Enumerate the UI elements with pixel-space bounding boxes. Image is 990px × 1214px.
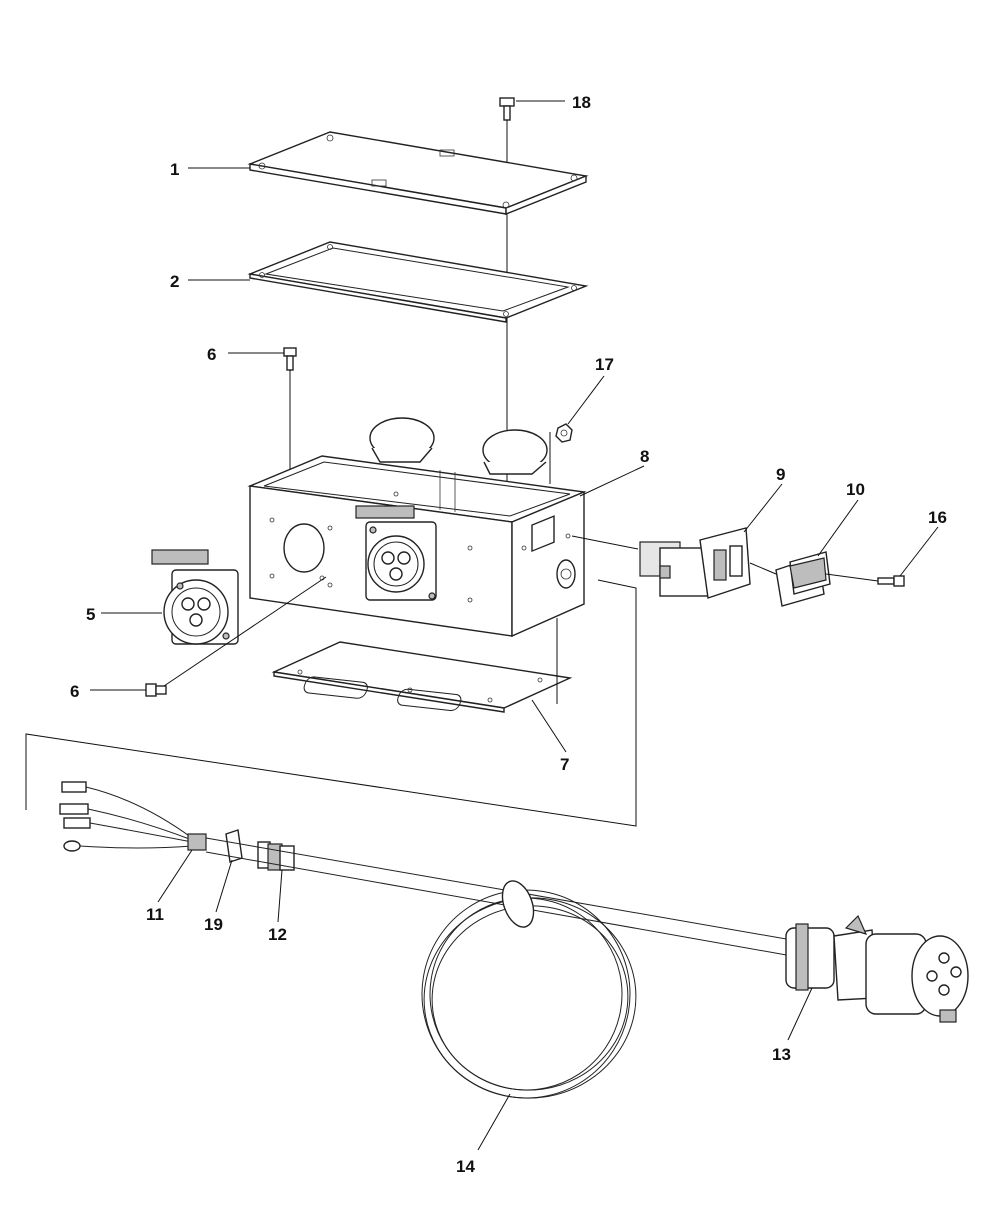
label-11: 11 <box>146 905 164 924</box>
label-12: 12 <box>268 925 287 944</box>
part-7-base-gasket <box>271 641 573 713</box>
leader-lines <box>90 100 939 1151</box>
part-13-plug <box>785 914 969 1023</box>
label-10: 10 <box>846 480 865 499</box>
part-9-switch <box>639 527 751 599</box>
part-6-screw-top <box>283 347 297 371</box>
part-18-screw <box>499 97 515 121</box>
label-8: 8 <box>640 447 649 466</box>
label-17: 17 <box>595 355 614 374</box>
part-labels: 1 2 6 5 6 18 17 8 9 10 16 7 11 19 12 13 … <box>70 93 947 1176</box>
label-6-top: 6 <box>207 345 216 364</box>
label-18: 18 <box>572 93 591 112</box>
part-12-gland <box>257 841 295 871</box>
part-2-gasket <box>247 241 589 323</box>
label-13: 13 <box>772 1045 791 1064</box>
part-1-cover <box>247 131 589 216</box>
label-7: 7 <box>560 755 569 774</box>
cable <box>205 837 793 957</box>
label-1: 1 <box>170 160 179 179</box>
label-2: 2 <box>170 272 179 291</box>
part-17-nut <box>555 423 573 443</box>
part-6-screw-bottom <box>145 683 167 697</box>
part-10-switch-cover <box>775 551 831 607</box>
label-14: 14 <box>456 1157 475 1176</box>
label-5: 5 <box>86 605 95 624</box>
label-19: 19 <box>204 915 223 934</box>
label-16: 16 <box>928 508 947 527</box>
part-16-screw <box>877 575 905 587</box>
front-socket <box>355 505 437 601</box>
label-9: 9 <box>776 465 785 484</box>
part-5-socket <box>151 549 239 645</box>
part-14-cable-coil <box>421 880 637 1099</box>
part-11-wire-leads <box>59 781 207 852</box>
socket-lids <box>369 417 548 475</box>
label-6-bottom: 6 <box>70 682 79 701</box>
